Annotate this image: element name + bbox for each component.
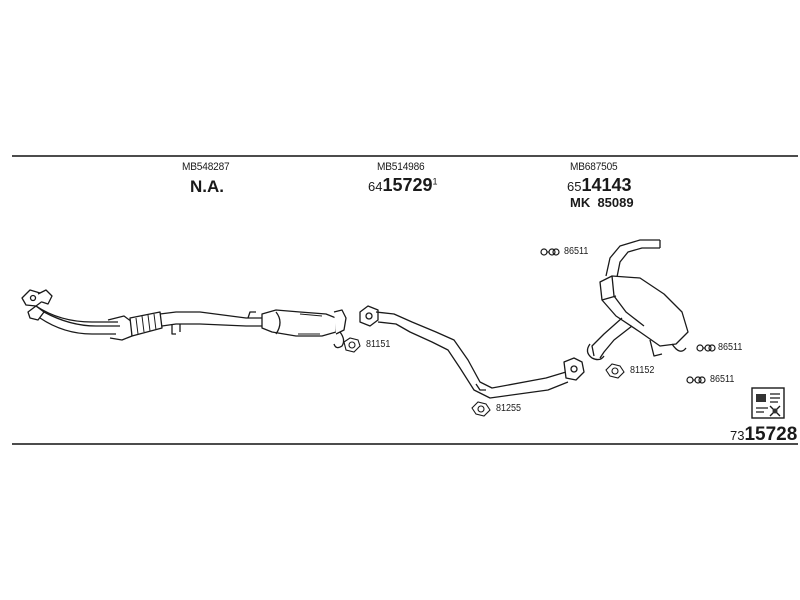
- clamp-icon: [540, 248, 560, 256]
- part-number-label: 81151: [366, 339, 391, 350]
- part-number-label: 86511: [564, 246, 589, 257]
- part-number-label: 81255: [496, 403, 522, 414]
- document-icon: [751, 387, 785, 419]
- reference-number: N.A.: [190, 177, 224, 196]
- rear-silencer: [586, 239, 689, 361]
- reference-prefix: 73: [730, 428, 745, 443]
- reference-main: 14143: [581, 175, 632, 195]
- part-number-label: 86511: [710, 374, 735, 385]
- part-code: MB548287: [182, 161, 230, 173]
- part-number-label: 86511: [718, 342, 743, 353]
- gasket-icon: [605, 363, 625, 379]
- reference-number: 64157291: [368, 176, 438, 195]
- mk-reference: MK 85089: [570, 196, 634, 209]
- clamp-icon: [686, 376, 706, 384]
- part-code: MB687505: [570, 161, 618, 173]
- gasket-icon: [471, 401, 491, 417]
- reference-main: 15728: [744, 424, 798, 445]
- clamp-icon: [696, 344, 716, 352]
- reference-number: 6514143: [567, 176, 632, 195]
- reference-main: 15729: [382, 175, 433, 195]
- reference-prefix: 65: [567, 179, 582, 194]
- front-pipe: [21, 289, 347, 349]
- footer-reference: 7315728: [730, 425, 797, 444]
- middle-pipe: [359, 305, 585, 399]
- gasket-icon: [343, 337, 361, 353]
- part-number-label: 81152: [630, 365, 655, 376]
- mk-number: 85089: [597, 195, 634, 210]
- reference-prefix: 64: [368, 179, 383, 194]
- mk-label: MK: [570, 195, 591, 210]
- part-code: MB514986: [377, 161, 425, 173]
- reference-superscript: 1: [432, 176, 438, 187]
